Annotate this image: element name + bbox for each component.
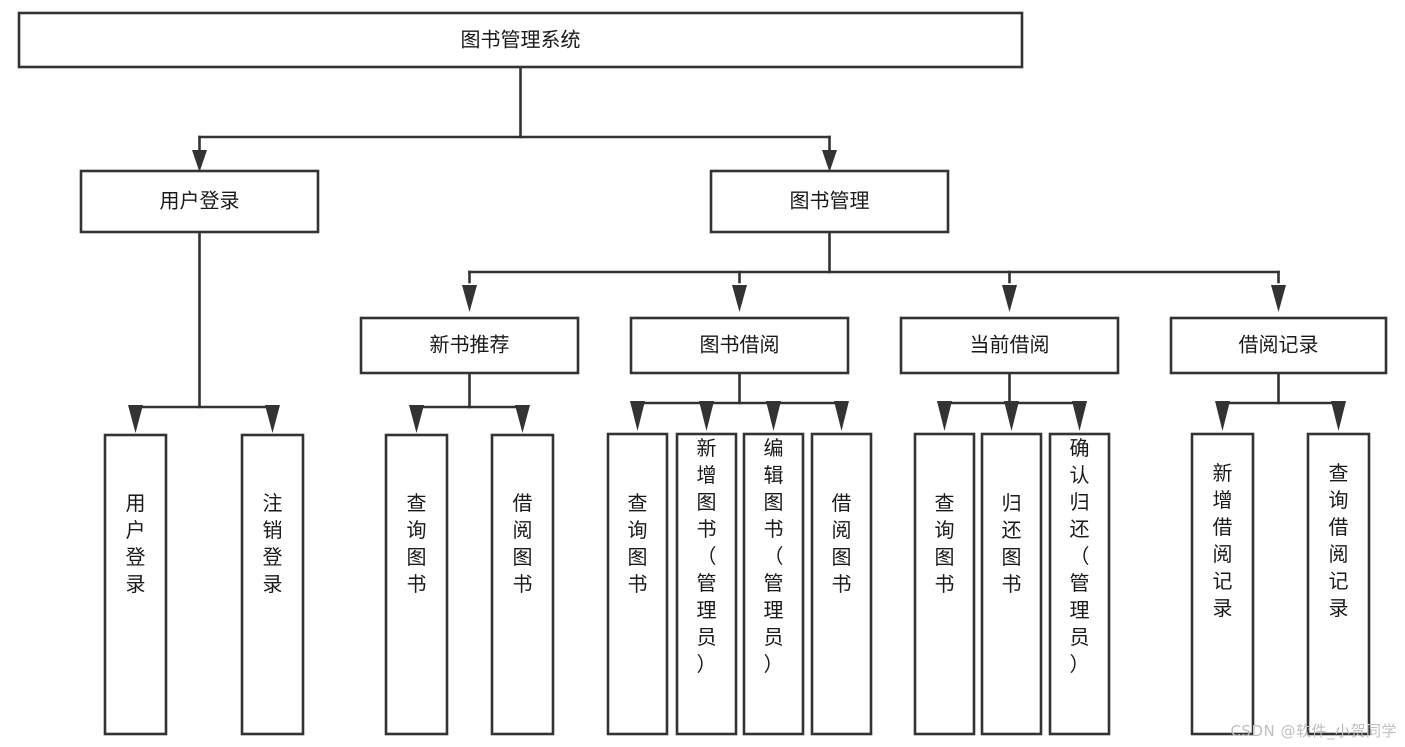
node-root-box[interactable] [17, 11, 1024, 69]
node-leaf-borrow-book-2-box[interactable] [810, 432, 873, 736]
arrowhead-leaf-return-book [1004, 401, 1019, 431]
node-borrow-record[interactable]: 借阅记录 [1169, 316, 1388, 375]
node-book-manage[interactable]: 图书管理 [709, 169, 950, 234]
node-leaf-return-book-label: 归还图书 [1002, 491, 1022, 596]
node-leaf-add-record[interactable]: 新增借阅记录 [1190, 432, 1255, 736]
node-leaf-query-record[interactable]: 查询借阅记录 [1306, 432, 1371, 736]
node-leaf-user-login-box[interactable] [103, 433, 168, 736]
arrowhead-leaf-borrow-book-2 [834, 401, 849, 431]
node-book-borrow[interactable]: 图书借阅 [629, 316, 850, 375]
node-leaf-add-book-label: 新增图书（管理员） [697, 436, 717, 676]
node-leaf-confirm-return-label: 确认归还（管理员） [1070, 436, 1090, 676]
arrowhead-leaf-query-book-3 [937, 401, 952, 431]
node-current-borrow[interactable]: 当前借阅 [899, 316, 1120, 375]
node-leaf-add-record-box[interactable] [1190, 432, 1255, 736]
arrowhead-leaf-confirm-return [1072, 401, 1087, 431]
arrowhead-leaf-borrow-book-1 [515, 405, 530, 433]
node-leaf-confirm-return-box[interactable] [1048, 432, 1111, 736]
node-leaf-logout[interactable]: 注销登录 [240, 433, 305, 736]
node-leaf-edit-book-label: 编辑图书（管理员） [764, 436, 784, 676]
node-leaf-query-book-3[interactable]: 查询图书 [913, 432, 976, 736]
arrowhead-leaf-query-book-1 [409, 405, 424, 433]
arrowhead-leaf-add-book [699, 401, 714, 431]
arrowhead-new-book-rec [462, 285, 477, 312]
arrowhead-user-login [192, 150, 207, 172]
node-leaf-logout-label: 注销登录 [263, 491, 283, 596]
node-leaf-borrow-book-2[interactable]: 借阅图书 [810, 432, 873, 736]
node-leaf-borrow-book-1-label: 借阅图书 [513, 491, 533, 596]
node-leaf-add-book-box[interactable] [675, 432, 738, 736]
leaf-nodes-layer: 用户登录 注销登录 查询图书 借阅图书 查询图书 新 [103, 432, 1371, 736]
node-user-login-box[interactable] [79, 169, 320, 234]
node-root-label: 图书管理系统 [461, 28, 581, 52]
node-new-book-rec-box[interactable] [359, 316, 580, 375]
node-borrow-record-box[interactable] [1169, 316, 1388, 375]
node-leaf-edit-book[interactable]: 编辑图书（管理员） [742, 432, 805, 736]
node-book-manage-label: 图书管理 [790, 189, 870, 213]
node-leaf-borrow-book-2-label: 借阅图书 [832, 491, 852, 596]
node-leaf-user-login[interactable]: 用户登录 [103, 433, 168, 736]
node-leaf-query-book-3-box[interactable] [913, 432, 976, 736]
arrowhead-current-borrow [1002, 285, 1017, 312]
arrowhead-leaf-logout [265, 405, 280, 433]
node-leaf-user-login-label: 用户登录 [126, 491, 146, 596]
node-book-manage-box[interactable] [709, 169, 950, 234]
node-user-login-label: 用户登录 [160, 189, 240, 213]
node-leaf-confirm-return[interactable]: 确认归还（管理员） [1048, 432, 1111, 736]
edges-layer [128, 65, 1346, 433]
node-current-borrow-box[interactable] [899, 316, 1120, 375]
node-leaf-query-book-2-label: 查询图书 [628, 491, 648, 596]
arrowhead-book-manage [822, 150, 837, 172]
node-book-borrow-box[interactable] [629, 316, 850, 375]
arrowhead-leaf-edit-book [766, 401, 781, 431]
node-current-borrow-label: 当前借阅 [970, 333, 1050, 357]
arrowhead-leaf-user-login [128, 405, 143, 433]
node-root[interactable]: 图书管理系统 [17, 11, 1024, 69]
node-leaf-query-book-2-box[interactable] [606, 432, 669, 736]
arrowhead-leaf-add-record [1215, 401, 1230, 431]
node-leaf-add-book[interactable]: 新增图书（管理员） [675, 432, 738, 736]
node-leaf-borrow-book-1[interactable]: 借阅图书 [490, 433, 555, 736]
node-leaf-query-book-1[interactable]: 查询图书 [384, 433, 449, 736]
arrowhead-leaf-query-record [1331, 401, 1346, 431]
node-new-book-rec-label: 新书推荐 [430, 333, 510, 357]
node-new-book-rec[interactable]: 新书推荐 [359, 316, 580, 375]
node-leaf-query-book-1-box[interactable] [384, 433, 449, 736]
node-leaf-query-book-1-label: 查询图书 [407, 491, 427, 596]
node-leaf-borrow-book-1-box[interactable] [490, 433, 555, 736]
node-user-login[interactable]: 用户登录 [79, 169, 320, 234]
node-leaf-add-record-label: 新增借阅记录 [1213, 461, 1233, 620]
csdn-watermark: CSDN @软件_小贺同学 [1230, 722, 1397, 740]
node-leaf-edit-book-box[interactable] [742, 432, 805, 736]
node-borrow-record-label: 借阅记录 [1239, 333, 1319, 357]
arrowhead-borrow-record [1271, 285, 1286, 312]
arrowhead-book-borrow [732, 285, 747, 312]
node-leaf-query-record-label: 查询借阅记录 [1329, 461, 1349, 620]
node-book-borrow-label: 图书借阅 [700, 333, 780, 357]
arrowhead-leaf-query-book-2 [630, 401, 645, 431]
node-leaf-return-book[interactable]: 归还图书 [980, 432, 1043, 736]
node-leaf-query-record-box[interactable] [1306, 432, 1371, 736]
node-leaf-query-book-2[interactable]: 查询图书 [606, 432, 669, 736]
node-leaf-return-book-box[interactable] [980, 432, 1043, 736]
node-leaf-query-book-3-label: 查询图书 [935, 491, 955, 596]
node-leaf-logout-box[interactable] [240, 433, 305, 736]
